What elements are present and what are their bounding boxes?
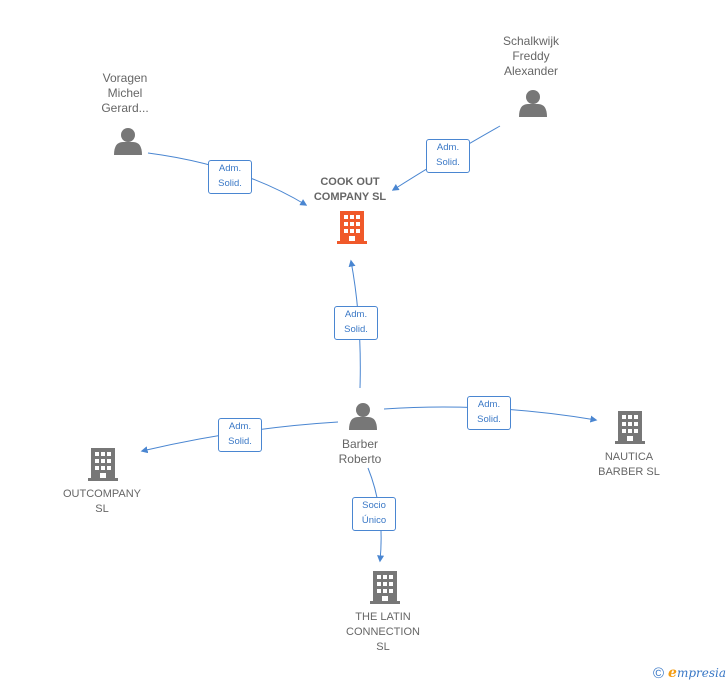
footer-brand: © empresia <box>653 663 726 683</box>
relation-badge-barber-outcompany[interactable]: Adm. Solid. <box>218 418 262 452</box>
node-label-voragen[interactable]: Voragen Michel Gerard... <box>101 71 149 115</box>
relation-badge-voragen-cook[interactable]: Adm. Solid. <box>208 160 252 194</box>
person-icon-schalkwijk[interactable] <box>519 90 547 117</box>
brand-name: mpresia <box>676 666 726 680</box>
building-icon-outcompany[interactable] <box>88 448 118 481</box>
node-label-cook-out[interactable]: COOK OUT COMPANY SL <box>313 176 387 203</box>
node-label-schalkwijk[interactable]: Schalkwijk Freddy Alexander <box>502 34 559 78</box>
person-icon-voragen[interactable] <box>114 128 142 155</box>
relation-badge-barber-cook[interactable]: Adm. Solid. <box>334 306 378 340</box>
person-icon-barber[interactable] <box>349 403 377 430</box>
relation-badge-schalkwijk-cook[interactable]: Adm. Solid. <box>426 139 470 173</box>
node-label-nautica[interactable]: NAUTICA BARBER SL <box>598 451 660 478</box>
copyright-icon: © <box>652 664 665 682</box>
relation-badge-barber-nautica[interactable]: Adm. Solid. <box>467 396 511 430</box>
brand-logo[interactable]: empresia <box>668 665 726 681</box>
node-label-latin[interactable]: THE LATIN CONNECTION SL <box>346 611 420 653</box>
brand-initial: e <box>668 665 677 681</box>
node-label-outcompany[interactable]: OUTCOMPANY SL <box>62 488 142 515</box>
node-label-barber[interactable]: Barber Roberto <box>338 437 382 466</box>
building-icon-latin[interactable] <box>370 571 400 604</box>
relation-badge-barber-latin[interactable]: Socio Único <box>352 497 396 531</box>
building-icon-cook-out[interactable] <box>337 211 367 244</box>
building-icon-nautica[interactable] <box>615 411 645 444</box>
